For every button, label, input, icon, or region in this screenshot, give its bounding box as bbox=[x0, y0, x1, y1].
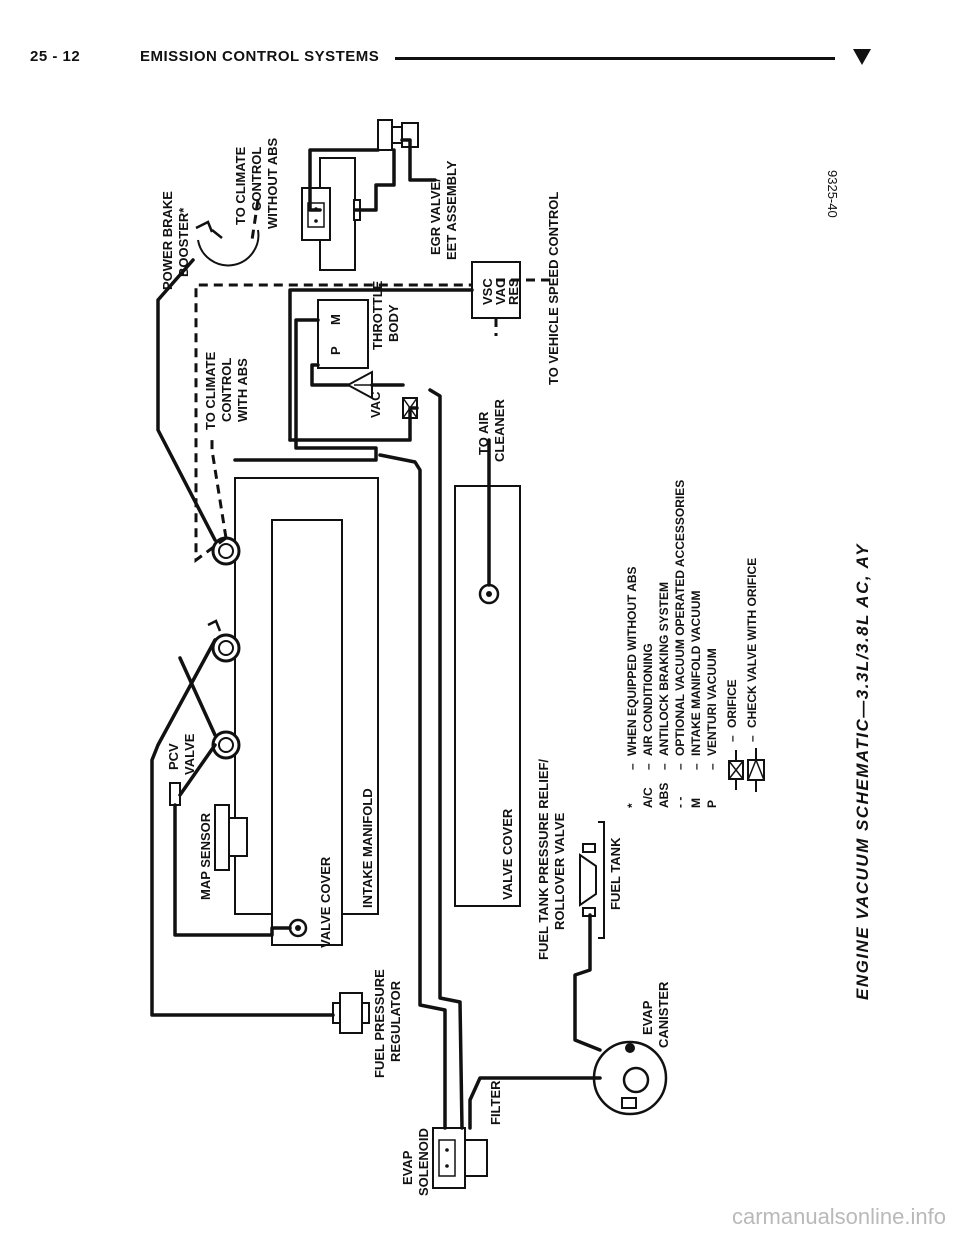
throttle-body bbox=[317, 299, 369, 369]
legend-text: ANTILOCK BRAKING SYSTEM bbox=[657, 582, 671, 756]
down-triangle-icon bbox=[853, 49, 871, 65]
legend-row: M – INTAKE MANIFOLD VACUUM bbox=[689, 590, 703, 808]
label-evap-solenoid-1: EVAP bbox=[400, 1150, 415, 1185]
legend-text: WHEN EQUIPPED WITHOUT ABS bbox=[625, 566, 639, 756]
legend-row: * – WHEN EQUIPPED WITHOUT ABS bbox=[625, 566, 639, 808]
legend-text: ORIFICE bbox=[725, 679, 739, 728]
intake-manifold bbox=[271, 519, 343, 946]
legend-symbol: P bbox=[705, 800, 719, 808]
label-climate-no-abs-3: WITHOUT ABS bbox=[265, 137, 280, 229]
legend-separator: – bbox=[745, 735, 759, 742]
port-2 bbox=[211, 633, 241, 663]
label-vsc-3: RES bbox=[506, 278, 521, 305]
label-climate-no-abs-2: CONTROL bbox=[249, 147, 264, 211]
label-fuel-relief-2: ROLLOVER VALVE bbox=[552, 812, 567, 930]
label-evap-canister-2: CANISTER bbox=[656, 981, 671, 1048]
label-power-brake-booster-1: POWER BRAKE bbox=[160, 191, 175, 290]
label-fuel-relief-1: FUEL TANK PRESSURE RELIEF/ bbox=[536, 759, 551, 960]
legend-separator: – bbox=[657, 763, 671, 770]
legend-row: - - – OPTIONAL VACUUM OPERATED ACCESSORIES bbox=[673, 480, 687, 808]
map-sensor bbox=[214, 804, 230, 871]
legend-separator: – bbox=[641, 763, 655, 770]
pcv-valve bbox=[169, 782, 181, 806]
legend-symbol: M bbox=[689, 798, 703, 808]
legend-symbol: ABS bbox=[657, 783, 671, 808]
vacuum-schematic: POWER BRAKE BOOSTER* TO CLIMATE CONTROL … bbox=[150, 119, 872, 1196]
fuel-tank bbox=[598, 821, 605, 939]
legend-symbol: A/C bbox=[641, 787, 655, 808]
vsc-vac-res bbox=[471, 261, 521, 319]
legend-row: – ORIFICE bbox=[725, 679, 739, 742]
legend-row: P – VENTURI VACUUM bbox=[705, 648, 719, 808]
legend-separator: – bbox=[673, 763, 687, 770]
legend-separator: – bbox=[689, 763, 703, 770]
power-brake-booster bbox=[197, 229, 260, 267]
legend-row: ABS – ANTILOCK BRAKING SYSTEM bbox=[657, 582, 671, 808]
label-egr-1: EGR VALVE/ bbox=[428, 178, 443, 255]
label-valve-cover-bottom: VALVE COVER bbox=[500, 808, 515, 900]
label-air-cleaner-1: TO AIR bbox=[476, 411, 491, 455]
legend-text: INTAKE MANIFOLD VACUUM bbox=[689, 590, 703, 756]
label-fuel-tank: FUEL TANK bbox=[608, 837, 623, 910]
port-3 bbox=[211, 730, 241, 760]
label-pcv-1: PCV bbox=[166, 743, 181, 770]
label-climate-no-abs-1: TO CLIMATE bbox=[233, 146, 248, 225]
label-vsc-2: VAC bbox=[493, 278, 508, 305]
label-m-port: M bbox=[328, 314, 343, 325]
label-intake-manifold: INTAKE MANIFOLD bbox=[360, 788, 375, 908]
label-fuel-reg-1: FUEL PRESSURE bbox=[372, 969, 387, 1078]
label-air-cleaner-2: CLEANER bbox=[492, 399, 507, 462]
label-evap-solenoid-2: SOLENOID bbox=[416, 1128, 431, 1196]
label-pcv-2: VALVE bbox=[182, 733, 197, 775]
legend-text: AIR CONDITIONING bbox=[641, 643, 655, 756]
legend-text: VENTURI VACUUM bbox=[705, 648, 719, 756]
legend-symbol: * bbox=[625, 803, 639, 808]
diagram-labels: POWER BRAKE BOOSTER* TO CLIMATE CONTROL … bbox=[160, 137, 840, 1196]
label-p-port: P bbox=[328, 346, 343, 355]
label-map-sensor: MAP SENSOR bbox=[198, 812, 213, 900]
section-title: EMISSION CONTROL SYSTEMS bbox=[140, 48, 380, 65]
label-power-brake-booster-2: BOOSTER* bbox=[176, 207, 191, 277]
legend-separator: – bbox=[625, 763, 639, 770]
label-filter: FILTER bbox=[488, 1080, 503, 1125]
label-vac: VAC bbox=[368, 391, 383, 418]
label-vsc-1: VSC bbox=[480, 278, 495, 305]
fuel-pressure-regulator bbox=[339, 992, 363, 1034]
label-climate-abs-1: TO CLIMATE bbox=[203, 351, 218, 430]
label-throttle-1: THROTTLE bbox=[370, 280, 385, 350]
page-header: 25 - 12 EMISSION CONTROL SYSTEMS bbox=[0, 0, 960, 80]
legend-text: OPTIONAL VACUUM OPERATED ACCESSORIES bbox=[673, 480, 687, 756]
label-throttle-2: BODY bbox=[386, 304, 401, 342]
label-climate-abs-2: CONTROL bbox=[219, 358, 234, 422]
legend-separator: – bbox=[725, 735, 739, 742]
label-egr-2: EET ASSEMBLY bbox=[444, 160, 459, 260]
page-number: 25 - 12 bbox=[30, 48, 81, 65]
port-1 bbox=[211, 536, 241, 566]
legend-row: – CHECK VALVE WITH ORIFICE bbox=[745, 558, 759, 742]
legend-symbol: - - bbox=[673, 797, 687, 808]
figure-id: 9325-40 bbox=[825, 170, 840, 218]
legend-row: A/C – AIR CONDITIONING bbox=[641, 643, 655, 808]
label-valve-cover-top: VALVE COVER bbox=[318, 856, 333, 948]
legend-separator: – bbox=[705, 763, 719, 770]
figure-title: ENGINE VACUUM SCHEMATIC—3.3L/3.8L AC, AY bbox=[853, 543, 872, 1000]
label-fuel-reg-2: REGULATOR bbox=[388, 980, 403, 1062]
header-rule bbox=[395, 57, 835, 60]
legend-text: CHECK VALVE WITH ORIFICE bbox=[745, 558, 759, 728]
label-vehicle-speed: TO VEHICLE SPEED CONTROL bbox=[546, 192, 561, 385]
label-climate-abs-3: WITH ABS bbox=[235, 358, 250, 422]
label-evap-canister-1: EVAP bbox=[640, 1000, 655, 1035]
watermark: carmanualsonline.info bbox=[731, 1204, 946, 1229]
